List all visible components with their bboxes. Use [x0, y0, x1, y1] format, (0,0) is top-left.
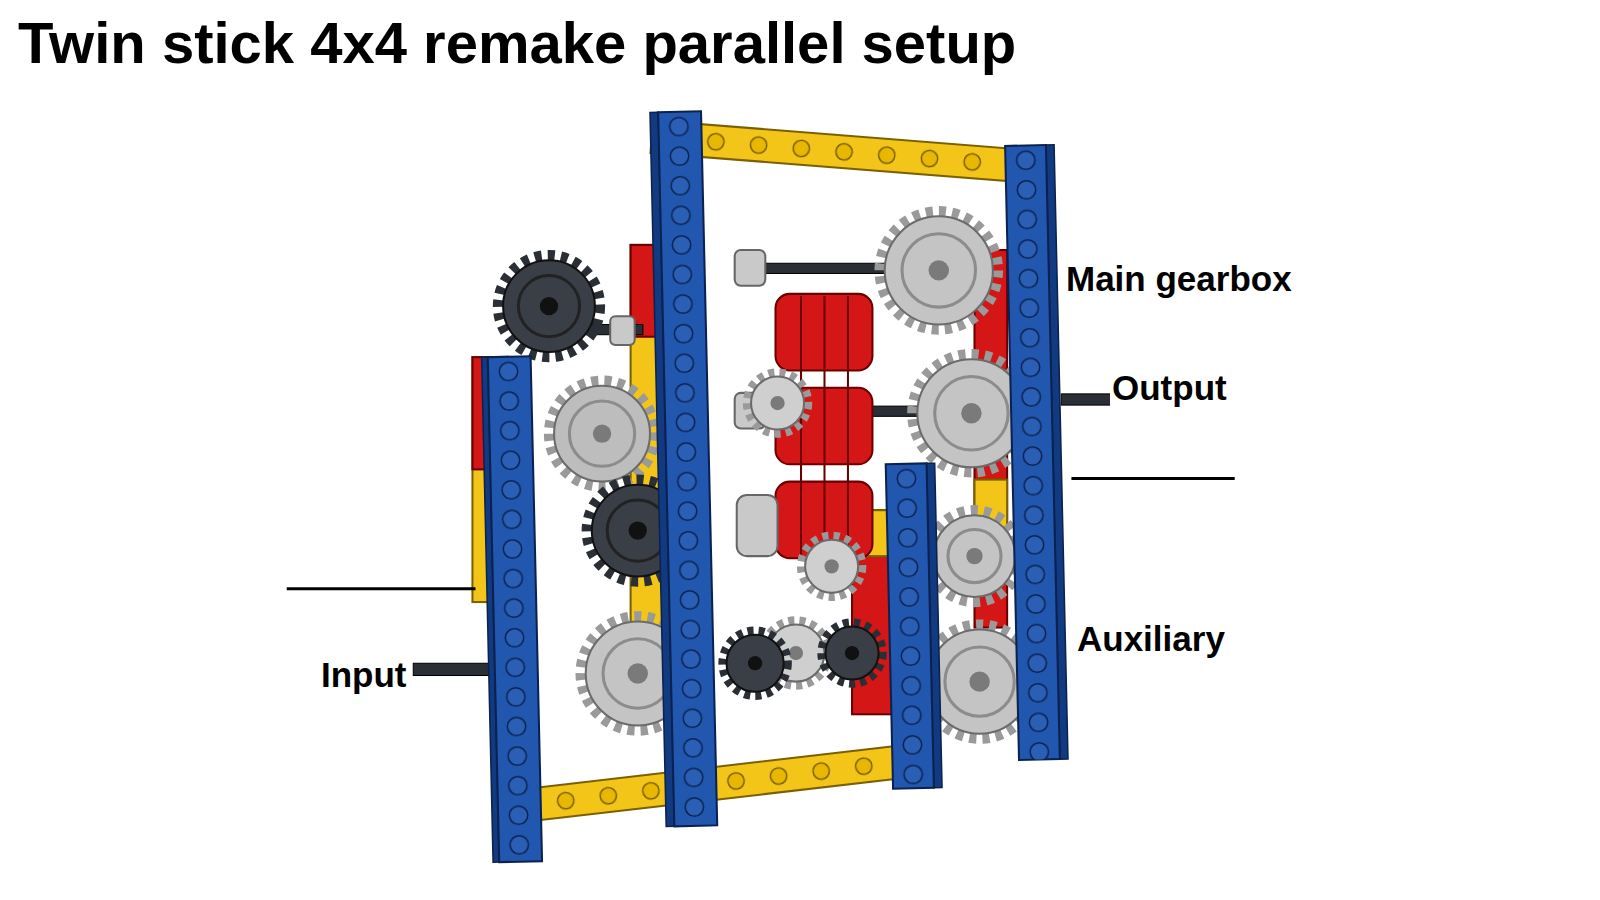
yellow-beam: [650, 120, 1014, 181]
black-gear: [722, 631, 787, 696]
part-label: Output: [1110, 368, 1229, 408]
grey-gear: [880, 211, 998, 329]
diagram-title: Twin stick 4x4 remake parallel setup: [18, 10, 1016, 77]
small-gear: [747, 372, 808, 433]
blue-beam: [886, 463, 942, 789]
grey-gear: [549, 381, 655, 487]
part-label: Auxiliary: [1075, 619, 1227, 659]
blue-beam: [1005, 145, 1068, 760]
part-label: Input: [319, 655, 409, 695]
small-gear: [801, 536, 862, 597]
blue-beam: [482, 356, 542, 862]
grey-gear: [929, 510, 1021, 602]
part-label: Main gearbox: [1064, 259, 1294, 299]
black-gear: [498, 255, 600, 357]
black-gear: [821, 622, 882, 683]
leader-line: [287, 479, 1235, 589]
blue-beam: [650, 111, 717, 826]
